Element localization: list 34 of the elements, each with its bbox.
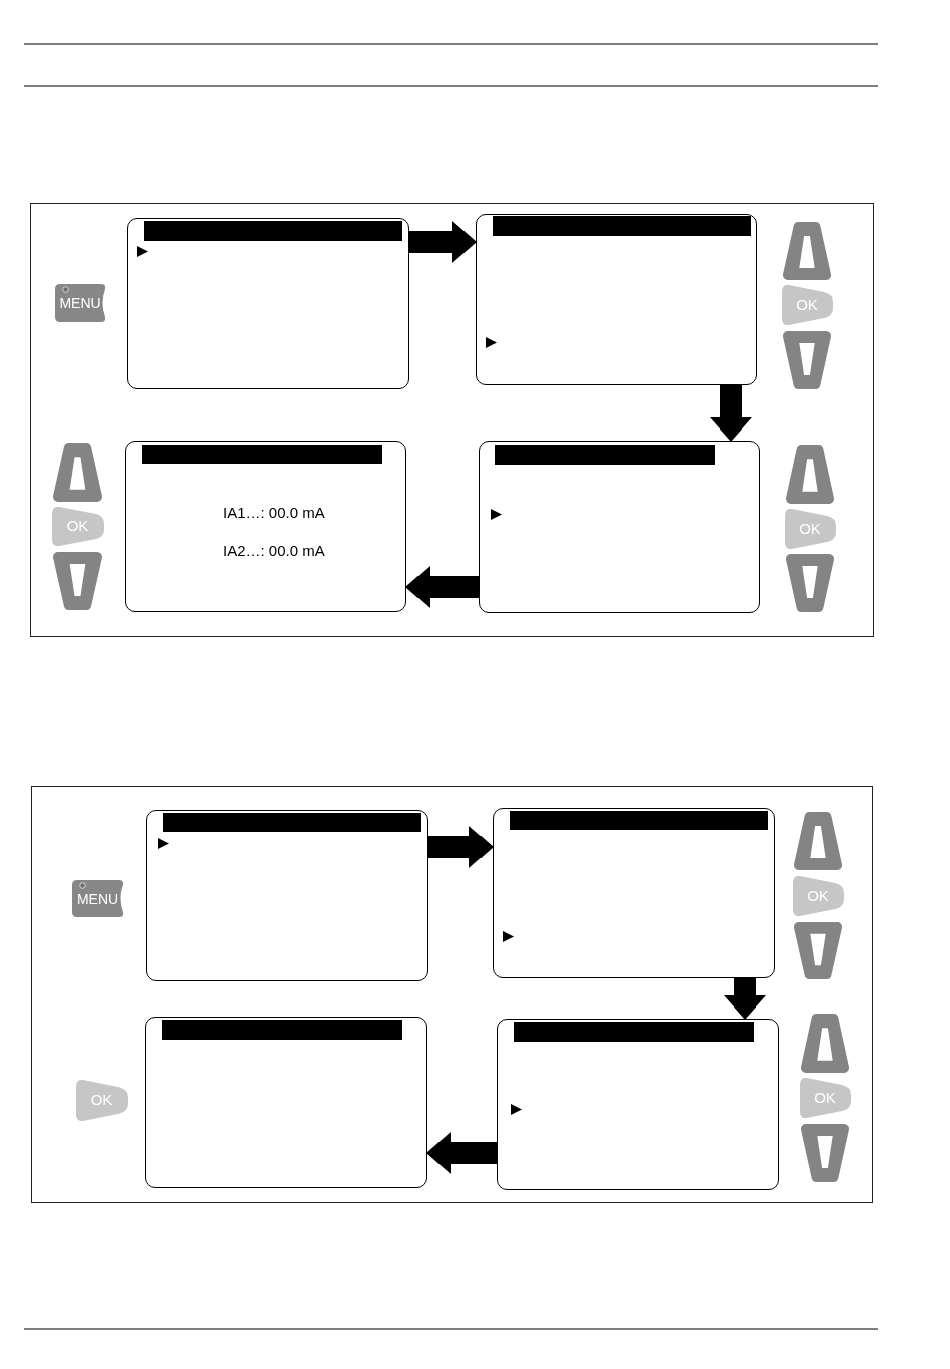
key-label: OK <box>813 1088 837 1107</box>
menu-key <box>54 283 106 322</box>
block-arrow <box>710 385 752 441</box>
block-arrow <box>724 978 766 1019</box>
block-arrow <box>406 566 479 608</box>
ok-key <box>51 506 104 546</box>
key-label: OK <box>795 295 819 314</box>
key-label: OK <box>806 886 830 905</box>
display-screen <box>145 809 428 981</box>
display-screen <box>492 807 775 978</box>
key-label: MENU <box>58 295 102 312</box>
ok-key <box>784 508 836 549</box>
panel-frame <box>30 203 874 637</box>
ok-key <box>792 875 844 916</box>
display-screen <box>496 1018 779 1190</box>
reading-text: IA1…: 00.0 mA <box>223 504 325 522</box>
display-screen <box>126 217 409 389</box>
display-screen <box>144 1016 427 1188</box>
ok-key <box>799 1077 851 1118</box>
block-arrow <box>409 221 476 263</box>
display-screen <box>478 440 760 613</box>
key-label: OK <box>89 1091 114 1109</box>
display-screen <box>475 213 757 385</box>
display-screen <box>124 440 406 612</box>
key-label: OK <box>798 519 822 538</box>
ok-key <box>75 1079 128 1121</box>
reading-text: IA2…: 00.0 mA <box>223 542 325 560</box>
key-label: MENU <box>75 890 120 908</box>
key-label: OK <box>65 517 90 535</box>
ok-key <box>781 284 833 325</box>
block-arrow <box>427 1132 497 1174</box>
menu-key <box>71 879 124 917</box>
block-arrow <box>428 826 493 868</box>
panel-frame <box>31 786 873 1203</box>
